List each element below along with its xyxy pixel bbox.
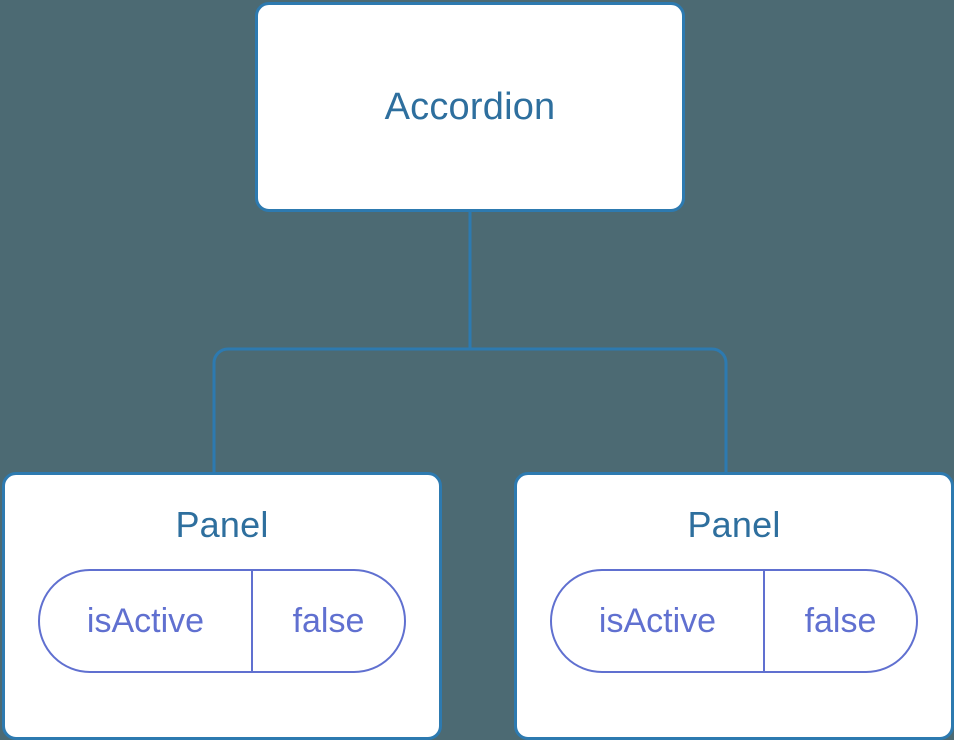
node-accordion-label: Accordion [384, 86, 556, 128]
node-accordion[interactable]: Accordion [255, 2, 685, 212]
prop-key: isActive [552, 571, 765, 671]
edge-branch-right [470, 347, 728, 474]
node-panel-2[interactable]: Panel isActive false [514, 472, 954, 740]
node-panel-2-label: Panel [687, 504, 781, 545]
node-panel-1-label: Panel [175, 504, 269, 545]
prop-key: isActive [40, 571, 253, 671]
prop-value: false [804, 602, 877, 640]
prop-value: false [292, 602, 365, 640]
node-panel-1[interactable]: Panel isActive false [2, 472, 442, 740]
node-panel-2-prop-isactive[interactable]: isActive false [550, 569, 918, 673]
edge-branch-left [212, 347, 470, 474]
node-panel-1-prop-isactive[interactable]: isActive false [38, 569, 406, 673]
